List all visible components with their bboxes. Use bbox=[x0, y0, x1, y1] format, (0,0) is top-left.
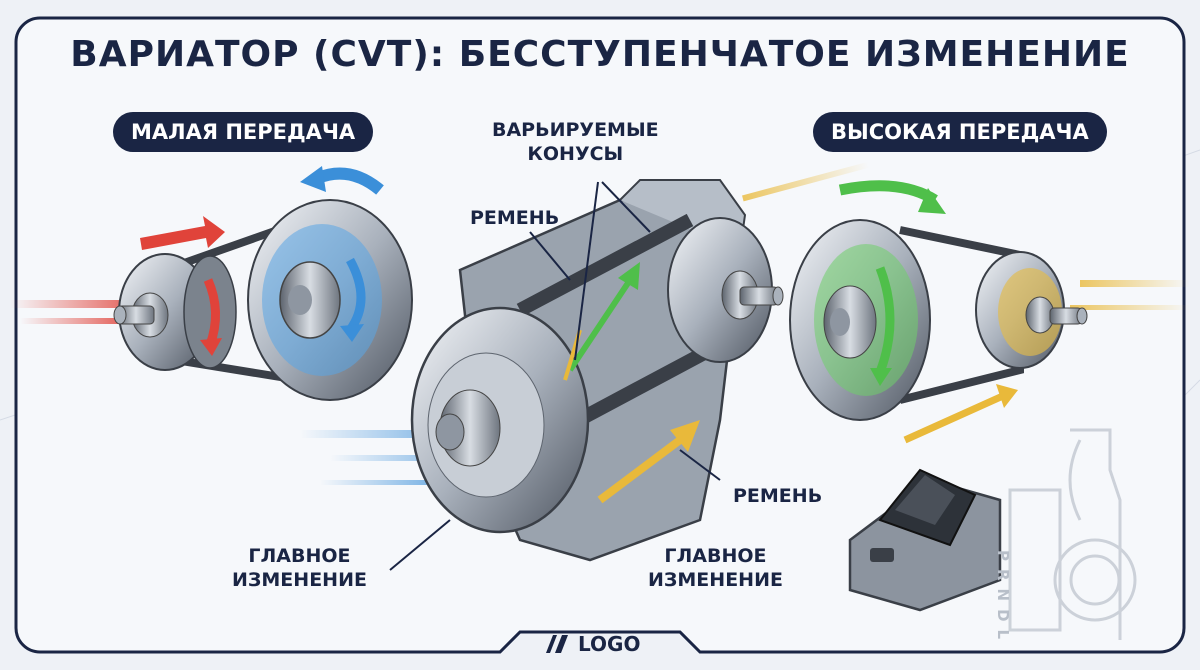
label-main-change-left: ГЛАВНОЕ ИЗМЕНЕНИЕ bbox=[232, 545, 367, 591]
logo: LOGO bbox=[544, 632, 640, 656]
gear-shifter-illustration bbox=[848, 468, 1002, 612]
cvt-unit-illustration bbox=[300, 179, 784, 571]
label-variable-cones: ВАРЬИРУЕМЫЕ КОНУСЫ bbox=[492, 119, 659, 165]
low-gear-badge: МАЛАЯ ПЕРЕДАЧА bbox=[113, 112, 374, 152]
gear-gate-watermark bbox=[1008, 428, 1137, 640]
low-gear-illustration bbox=[10, 166, 413, 401]
high-gear-badge: ВЫСОКАЯ ПЕРЕДАЧА bbox=[813, 112, 1107, 152]
logo-text: LOGO bbox=[578, 632, 641, 656]
logo-icon bbox=[546, 635, 568, 653]
page-title: ВАРИАТОР (CVT): БЕССТУПЕНЧАТОЕ ИЗМЕНЕНИЕ bbox=[70, 34, 1130, 75]
high-gear-illustration bbox=[742, 161, 1190, 444]
label-main-change-right: ГЛАВНОЕ ИЗМЕНЕНИЕ bbox=[648, 545, 783, 591]
gear-selector-letters: PRNDL bbox=[994, 550, 1012, 648]
label-belt-bottom: РЕМЕНЬ bbox=[733, 485, 823, 507]
label-belt-top: РЕМЕНЬ bbox=[470, 207, 560, 229]
